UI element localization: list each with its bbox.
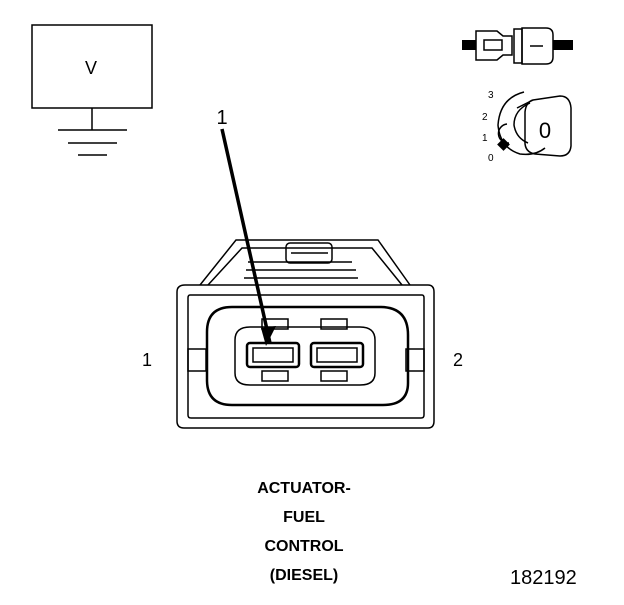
side-rib-right [405,348,425,372]
callout-arrowhead [261,326,276,346]
connector-side-icon [462,27,573,65]
terminal-tower [234,326,376,386]
title-line-2: FUEL [283,509,325,526]
callout-leader-line [220,128,272,344]
title-line-3: CONTROL [264,538,344,555]
title-line-4: (DIESEL) [269,567,339,584]
key-position-3: 3 [488,90,494,101]
latch-tab [285,242,333,264]
connector-face [176,239,435,429]
voltmeter-label: V [85,58,97,78]
key-position-1: 1 [482,133,488,144]
ignition-key-icon: 3 2 1 0 0 [482,90,572,164]
seal-cavity [205,305,410,407]
key-label: 0 [539,118,551,143]
figure-number: 182192 [510,567,577,589]
callout-number: 1 [216,107,227,129]
key-position-2: 2 [482,112,488,123]
pin-number-right: 2 [453,350,463,370]
title-line-1: ACTUATOR- [257,480,351,497]
key-pointer-marker [497,138,510,151]
pin-number-left: 1 [142,350,152,370]
connector-shell-outer [176,284,435,429]
ground-icon [58,129,127,156]
side-rib-left [187,348,207,372]
terminal-cavity-1 [245,341,301,369]
key-position-0: 0 [488,153,494,164]
voltmeter-symbol: V [31,24,153,156]
terminal-cavity-2 [309,341,365,369]
